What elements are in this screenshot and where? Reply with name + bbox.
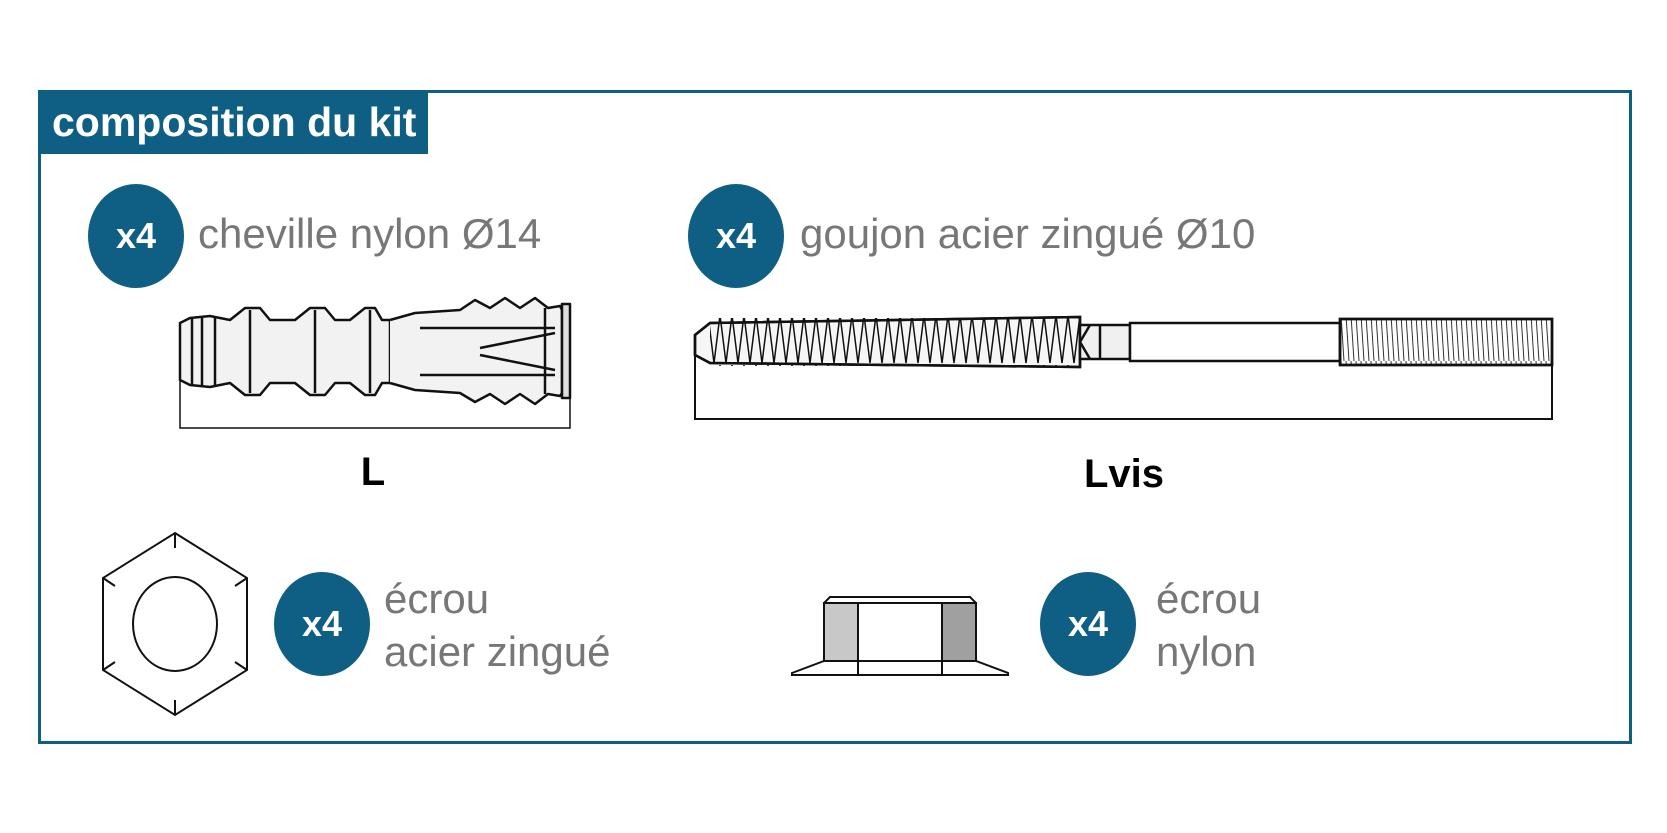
label-ecrou-acier-line-1: écrou (384, 575, 490, 622)
kit-frame (38, 90, 1632, 744)
label-goujon: goujon acier zingué Ø10 (800, 208, 1255, 261)
label-cheville-line-1: cheville nylon Ø14 (198, 210, 542, 257)
flange-nut-icon (791, 596, 1009, 676)
hex-nut-icon (102, 531, 248, 717)
kit-title: composition du kit (38, 90, 428, 154)
threaded-stud-icon (693, 315, 1554, 420)
quantity-badge-ecrou-nylon: x4 (1040, 572, 1136, 676)
label-ecrou-acier: écrou acier zingué (384, 573, 610, 678)
label-ecrou-acier-line-2: acier zingué (384, 627, 611, 675)
label-ecrou-nylon: écrou nylon (1156, 573, 1261, 678)
quantity-badge-ecrou-acier: x4 (274, 572, 370, 676)
dimension-L: L (360, 450, 386, 494)
label-cheville: cheville nylon Ø14 (198, 208, 541, 261)
dimension-Lvis: Lvis (1083, 452, 1165, 496)
quantity-badge-cheville: x4 (88, 184, 184, 288)
label-goujon-line-1: goujon acier zingué Ø10 (800, 210, 1256, 257)
quantity-badge-goujon: x4 (688, 184, 784, 288)
label-ecrou-nylon-line-1: écrou (1156, 575, 1262, 622)
label-ecrou-nylon-line-2: nylon (1156, 627, 1257, 675)
nylon-anchor-icon (178, 296, 572, 429)
